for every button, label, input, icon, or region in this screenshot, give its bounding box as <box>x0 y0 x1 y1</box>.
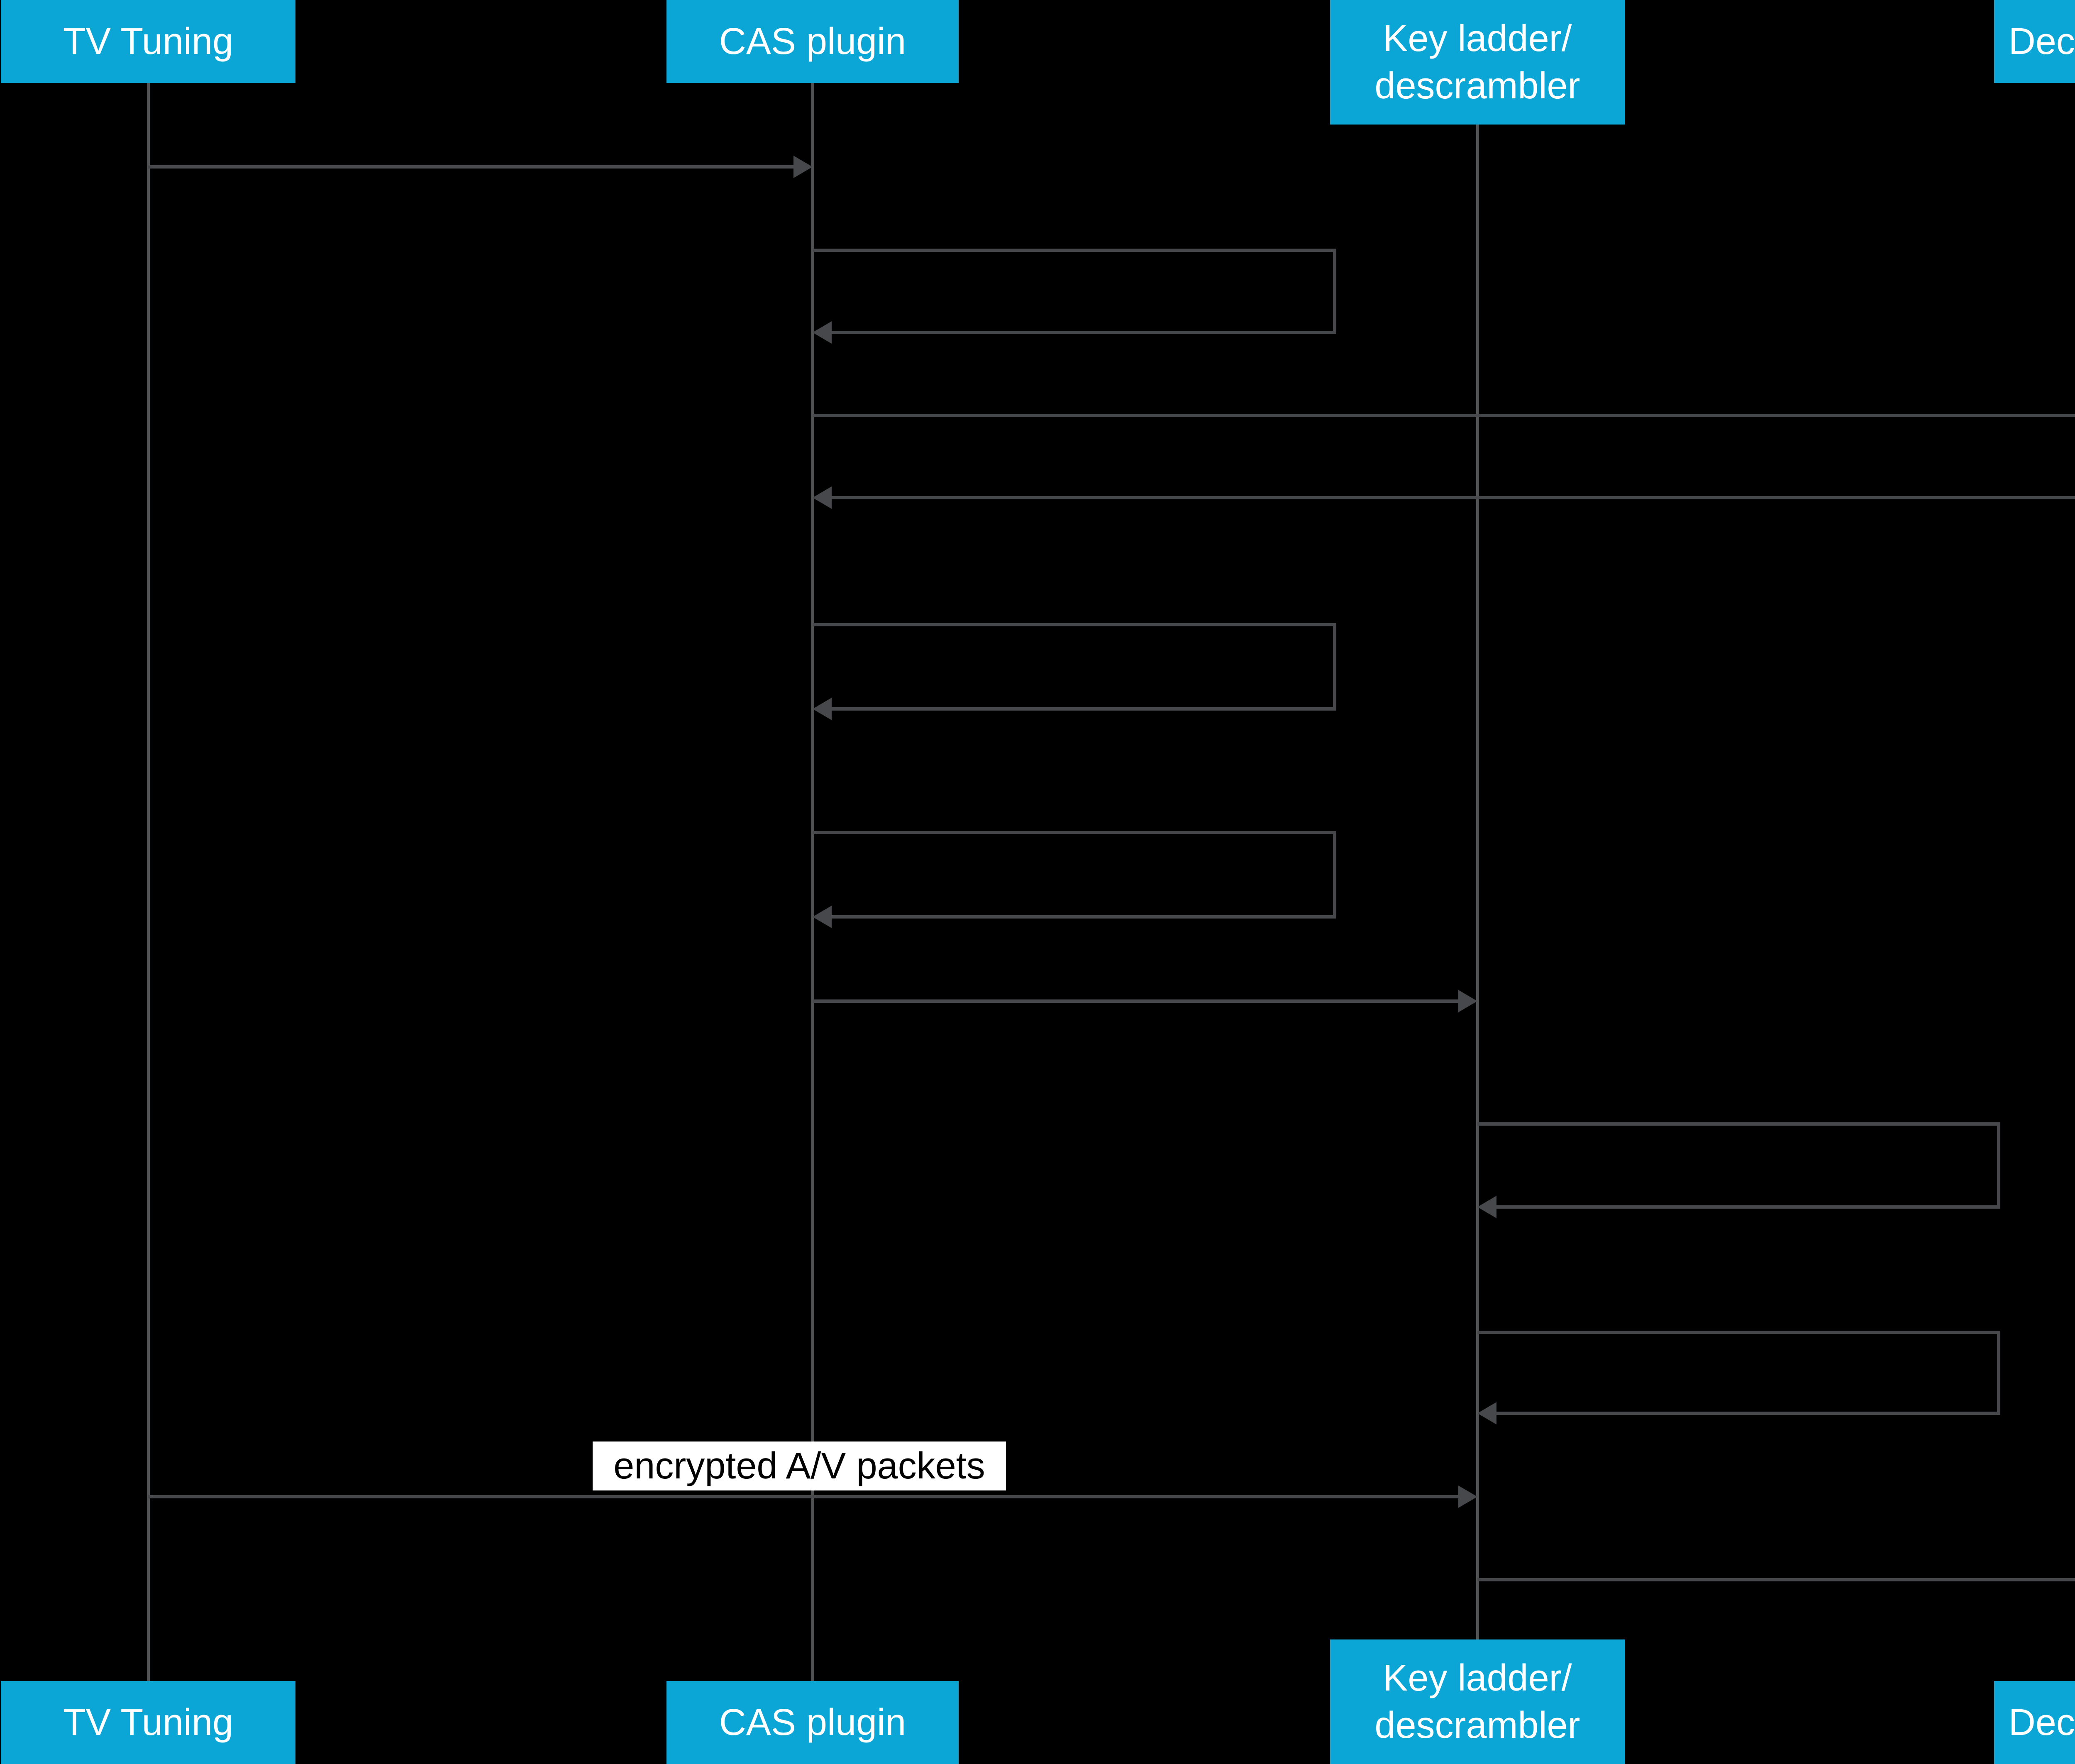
self-message-cas-side <box>1333 249 1336 334</box>
arrowhead-icon <box>1458 1485 1477 1508</box>
participant-box-key-top: Key ladder/ descrambler <box>1330 0 1625 125</box>
self-message-key-bottom <box>1494 1412 2000 1415</box>
lifeline-cas <box>811 83 814 1681</box>
self-message-cas-top <box>813 249 1336 252</box>
participant-box-tv-bottom: TV Tuning <box>1 1681 295 1764</box>
self-message-cas-top <box>813 623 1336 626</box>
arrowhead-icon <box>813 906 832 928</box>
arrowhead-icon <box>1458 990 1477 1012</box>
message-arrow-cas-to-key <box>813 999 1461 1003</box>
message-arrow-tv-to-cas <box>148 165 796 169</box>
arrowhead-icon <box>793 156 813 178</box>
message-arrow-ca-to-cas <box>829 496 2075 499</box>
self-message-cas-top <box>813 831 1336 834</box>
lifeline-key <box>1476 125 1479 1639</box>
self-message-cas-side <box>1333 623 1336 711</box>
participant-box-decode-top: Decode, display <box>1994 0 2075 83</box>
message-arrow-cas-to-ca <box>813 414 2075 417</box>
participant-box-cas-top: CAS plugin <box>666 0 959 83</box>
self-message-cas-side <box>1333 831 1336 919</box>
message-arrow-key-to-decode <box>1477 1578 2075 1581</box>
participant-box-key-bottom: Key ladder/ descrambler <box>1330 1639 1625 1764</box>
participant-box-tv-top: TV Tuning <box>1 0 295 83</box>
self-message-key-top <box>1477 1122 2000 1126</box>
self-message-key-side <box>1997 1331 2000 1415</box>
participant-box-cas-bottom: CAS plugin <box>666 1681 959 1764</box>
arrowhead-icon <box>1477 1196 1496 1218</box>
self-message-key-bottom <box>1494 1205 2000 1209</box>
self-message-cas-bottom <box>829 707 1336 711</box>
arrowhead-icon <box>813 321 832 344</box>
participant-box-decode-bottom: Decode, display <box>1994 1681 2075 1764</box>
self-message-key-side <box>1997 1122 2000 1209</box>
message-label: encrypted A/V packets <box>593 1441 1006 1490</box>
arrowhead-icon <box>1477 1402 1496 1424</box>
message-arrow-tv-to-key <box>148 1495 1461 1498</box>
self-message-cas-bottom <box>829 915 1336 919</box>
arrowhead-icon <box>813 698 832 720</box>
self-message-key-top <box>1477 1331 2000 1334</box>
arrowhead-icon <box>813 486 832 509</box>
self-message-cas-bottom <box>829 331 1336 334</box>
lifeline-tv <box>147 83 150 1681</box>
